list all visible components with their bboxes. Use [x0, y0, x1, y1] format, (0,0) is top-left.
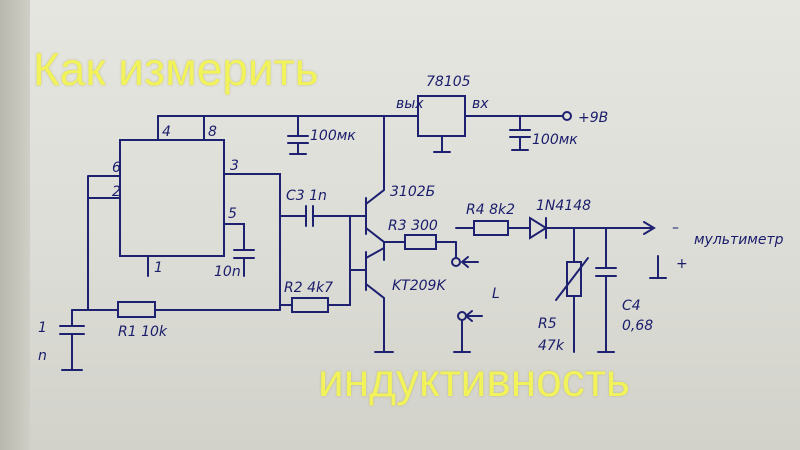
q2-collector	[365, 247, 385, 259]
label-diode: 1N4148	[536, 198, 591, 214]
label-minus: –	[672, 220, 679, 236]
ic-pin4-8	[157, 115, 205, 141]
label-c1-b: n	[38, 348, 47, 364]
regulator-box	[417, 95, 466, 137]
label-pin3: 3	[230, 158, 239, 174]
output-wire	[545, 221, 656, 235]
cap1-wire	[287, 115, 309, 155]
r2-wire	[279, 215, 351, 306]
label-c2: 10n	[214, 264, 241, 280]
label-supply: +9В	[578, 110, 608, 126]
c3-wire	[279, 205, 351, 227]
label-cap2: 100мк	[532, 132, 578, 148]
resistor-r5	[566, 261, 582, 297]
label-reg-in: вх	[472, 96, 489, 112]
inductor-terminal-top	[451, 257, 461, 267]
label-q1: 3102Б	[390, 184, 435, 200]
label-c4-b: 0,68	[622, 318, 653, 334]
q1-base	[349, 197, 367, 235]
c4-wire	[595, 227, 617, 353]
paper-sheet	[28, 0, 800, 450]
label-plus: +	[676, 256, 688, 272]
label-pin2: 2	[112, 184, 121, 200]
label-c3: C3 1n	[286, 188, 327, 204]
paper-edge	[0, 0, 30, 450]
resistor-r3	[404, 234, 437, 250]
resistor-r1	[117, 301, 156, 318]
ic-pin3	[223, 173, 281, 311]
cap2-wire	[509, 115, 531, 151]
cap-c1	[59, 309, 85, 371]
label-meter: мультиметр	[694, 232, 784, 248]
q1-emitter	[365, 227, 385, 261]
label-c4-a: C4	[622, 298, 641, 314]
label-inductor: L	[492, 286, 500, 302]
diode-symbol	[529, 216, 548, 240]
label-r3: R3 300	[388, 218, 438, 234]
resistor-r4	[473, 220, 509, 236]
inductor-terminal-bottom	[457, 311, 467, 321]
q2-base	[349, 251, 367, 291]
resistor-r2	[291, 297, 329, 313]
meter-plus-wire	[649, 255, 667, 279]
overlay-subtitle: индуктивность	[318, 354, 630, 406]
regulator-ground	[433, 135, 451, 153]
r5-wiper	[555, 257, 589, 301]
label-r5-b: 47k	[538, 338, 565, 354]
label-pin6: 6	[112, 160, 121, 176]
label-cap1: 100мк	[310, 128, 356, 144]
label-r5-a: R5	[538, 316, 557, 332]
q2-emitter	[365, 283, 394, 353]
label-pin1: 1	[154, 260, 163, 276]
label-regulator: 78105	[426, 74, 471, 90]
label-r4: R4 8k2	[466, 202, 515, 218]
label-c1-a: 1	[38, 320, 47, 336]
label-pin4: 4	[162, 124, 171, 140]
label-pin8: 8	[208, 124, 217, 140]
arrow-top	[461, 256, 479, 268]
overlay-title: Как измерить	[33, 43, 319, 95]
inductor-bottom-wire	[453, 319, 471, 353]
label-q2: KT209K	[392, 278, 447, 294]
label-r2: R2 4k7	[284, 280, 333, 296]
label-pin5: 5	[228, 206, 237, 222]
q1-collector	[365, 115, 385, 205]
arrow-bottom	[465, 310, 483, 322]
label-reg-out: вых	[396, 96, 424, 112]
label-r1: R1 10k	[118, 324, 168, 340]
ic-pin6-2	[87, 175, 121, 311]
ic-body	[119, 139, 225, 257]
ic-pin5-cap	[223, 223, 255, 277]
supply-terminal	[562, 111, 572, 121]
